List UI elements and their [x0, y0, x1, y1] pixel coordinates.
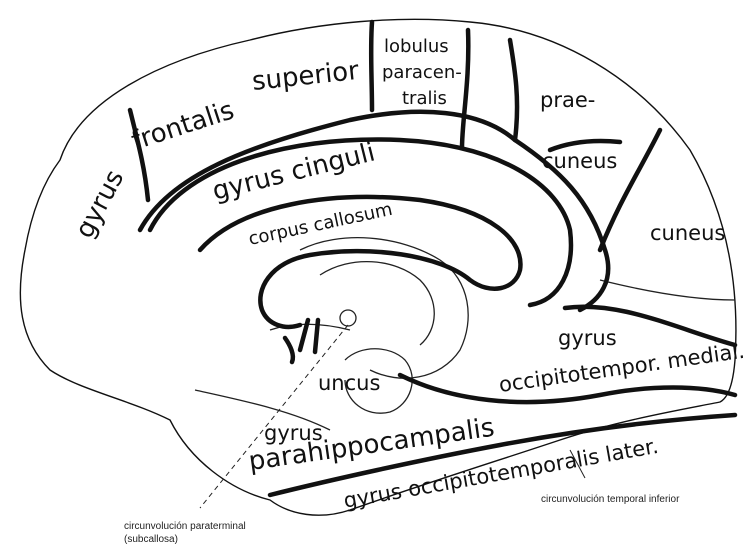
note-subcallosa: (subcallosa)	[124, 534, 178, 545]
note-paraterminal: circunvolución paraterminal	[124, 521, 246, 532]
label-gyrus-occ-medial: gyrus	[558, 326, 617, 350]
label-uncus: uncus	[318, 371, 380, 395]
label-prae: prae-	[540, 88, 595, 112]
label-lobulus: lobulus	[384, 36, 449, 57]
label-paracen: paracen-	[382, 62, 462, 83]
note-inferior-temporal: circunvolución temporal inferior	[541, 494, 680, 505]
label-cuneus-small: cuneus	[542, 149, 617, 173]
label-cuneus-big: cuneus	[650, 221, 725, 245]
label-tralis: tralis	[402, 88, 447, 109]
sulcus-frontal-2	[371, 22, 372, 110]
